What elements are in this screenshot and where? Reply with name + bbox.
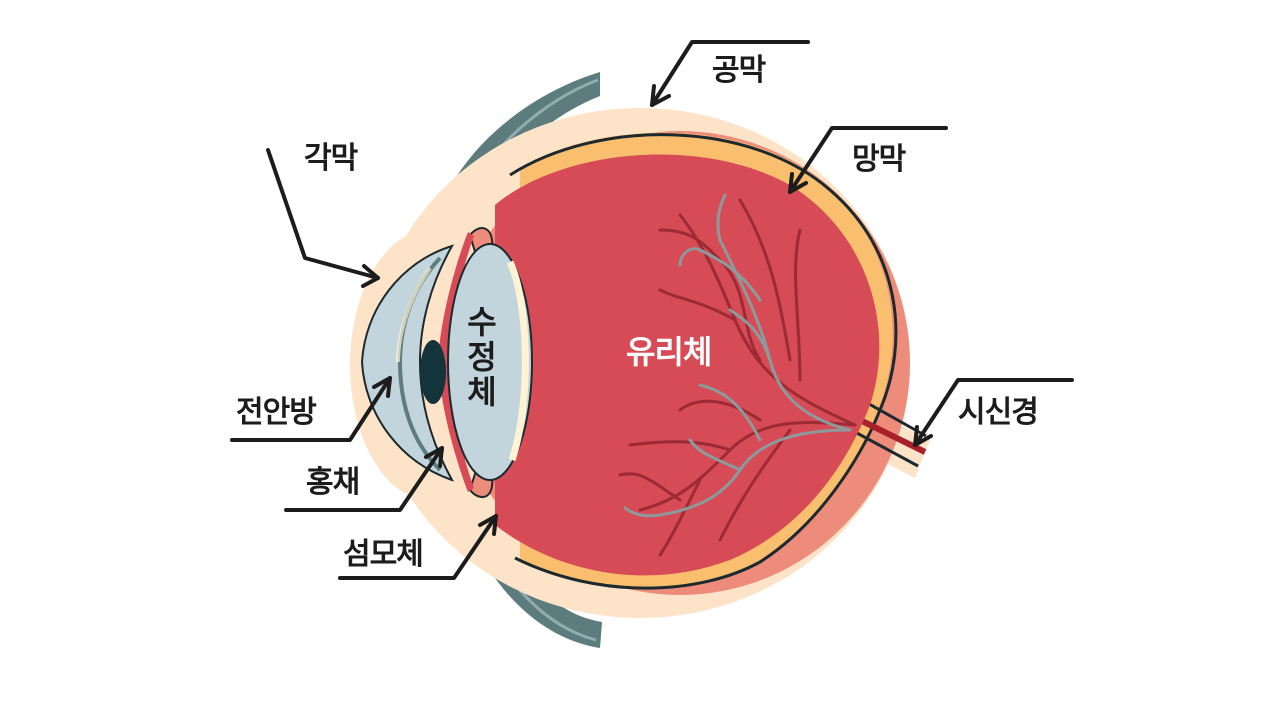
label-sclera: 공막 [712, 53, 766, 88]
lens [447, 243, 533, 481]
ciliary-body-pointer [338, 514, 498, 580]
retinal-blood-vessels [618, 193, 857, 557]
label-anterior-chamber: 전안방 [236, 395, 317, 430]
anterior-chamber-pointer [230, 376, 392, 442]
pointer-lines [230, 40, 1074, 580]
iris-pointer [284, 446, 444, 512]
vitreous-body [495, 154, 880, 576]
sclera-pointer [650, 40, 810, 107]
label-retina: 망막 [852, 142, 906, 177]
label-optic-nerve: 시신경 [958, 395, 1039, 430]
cornea [360, 244, 455, 482]
label-ciliary-body: 섬모체 [343, 537, 424, 572]
label-lens-char-3: 체 [467, 373, 497, 412]
label-lens-char-2: 정 [467, 338, 497, 377]
retina-pointer [788, 126, 948, 194]
pupil [420, 340, 446, 404]
label-lens-char-1: 수 [467, 303, 497, 341]
label-vitreous: 유리체 [626, 333, 712, 371]
cornea-pointer [266, 148, 380, 280]
optic-nerve-pointer [913, 378, 1074, 447]
label-lens: 수 정 체 [462, 303, 502, 412]
label-iris: 홍채 [306, 465, 360, 500]
label-cornea: 각막 [304, 141, 358, 176]
